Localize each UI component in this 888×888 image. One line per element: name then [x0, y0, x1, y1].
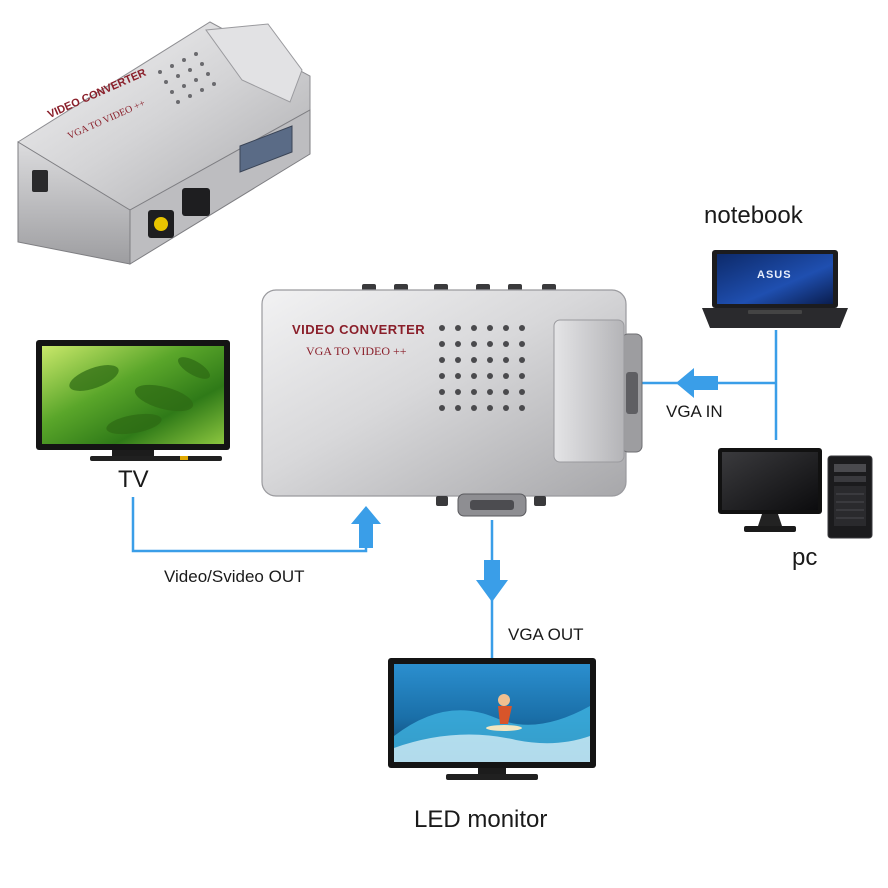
- notebook-icon: ASUS: [700, 248, 850, 332]
- device-brand-line2: VGA TO VIDEO ++: [306, 344, 407, 358]
- vent-holes: [439, 325, 525, 411]
- led-monitor-icon: [386, 656, 598, 784]
- power-jack: [32, 170, 48, 192]
- vga-out-label: VGA OUT: [508, 625, 584, 644]
- pc-icon: [716, 446, 874, 542]
- pc-label: pc: [792, 544, 818, 571]
- vga-in-label: VGA IN: [666, 402, 723, 421]
- av-jack-icon: [154, 217, 168, 231]
- product-photo: VIDEO CONVERTER VGA TO VIDEO ++: [10, 14, 320, 270]
- svideo-port-icon: [182, 188, 210, 216]
- vent-holes: [158, 52, 216, 104]
- device-brand-line1: VIDEO CONVERTER: [292, 322, 426, 337]
- video-out-label: Video/Svideo OUT: [164, 567, 305, 586]
- tv-icon: [34, 338, 232, 464]
- notebook-logo: ASUS: [757, 269, 792, 281]
- vga-port-icon: [239, 125, 293, 173]
- video-out-arrow: [351, 506, 381, 548]
- notebook-label: notebook: [704, 202, 803, 229]
- vga-in-arrow: [676, 368, 718, 398]
- led-monitor-label: LED monitor: [414, 806, 548, 833]
- video-converter-device: VIDEO CONVERTER VGA TO VIDEO ++: [258, 282, 650, 518]
- vga-out-arrow: [476, 560, 508, 602]
- tv-label: TV: [118, 466, 149, 493]
